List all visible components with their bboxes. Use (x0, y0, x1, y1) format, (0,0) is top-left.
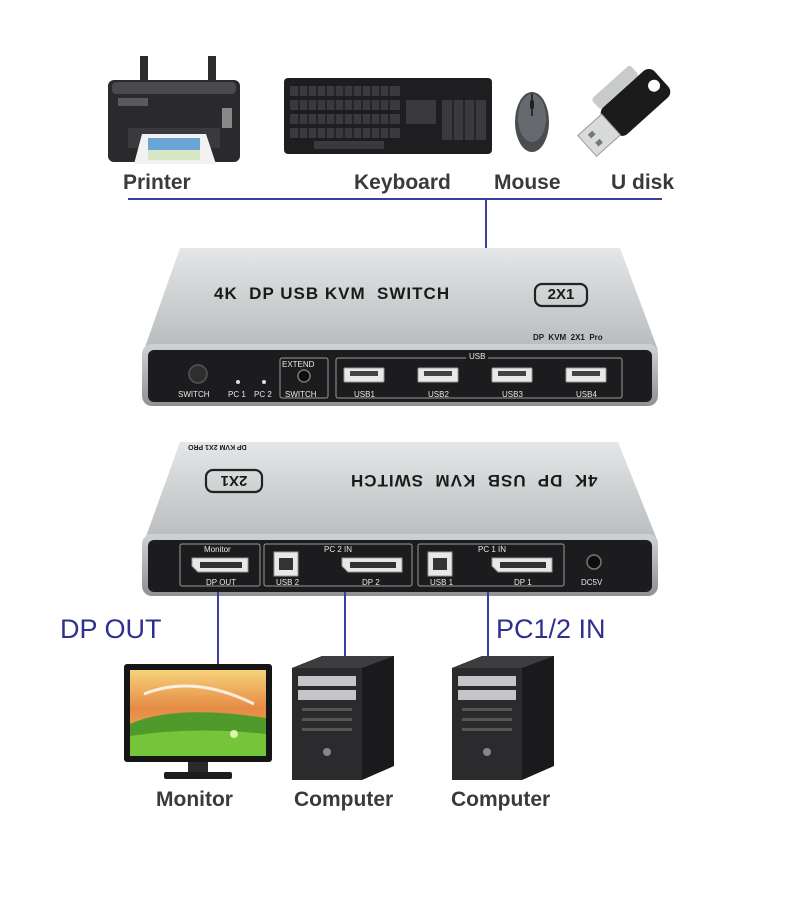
usb-group-label: USB (466, 352, 489, 361)
printer-icon (108, 56, 240, 164)
monitor-port-label: Monitor (204, 545, 231, 554)
usb2-port-label: USB 2 (276, 578, 300, 587)
switch-button-label: SWITCH (178, 390, 210, 399)
dp1-port-label: DP 1 (514, 578, 532, 587)
pc1-led-label: PC 1 (228, 390, 246, 399)
usb-drive-icon (577, 65, 671, 158)
kvm-front-panel: 4K DP USB KVM SWITCH 2X1 DP KVM 2X1 Pro … (140, 240, 660, 410)
pc2-in-label: PC 2 IN (324, 545, 353, 554)
front-title: 4K DP USB KVM SWITCH (214, 284, 451, 303)
computer-tower-icon (452, 656, 554, 780)
kvm-rear-panel: 4K DP USB KVM SWITCH 2X1 DP KVM 2X1 PRO … (140, 438, 660, 598)
rear-model: DP KVM 2X1 PRO (188, 443, 247, 450)
printer-label: Printer (123, 171, 191, 194)
dp-out-callout: DP OUT (60, 614, 162, 644)
usb-port-label: USB3 (502, 390, 523, 399)
keyboard-label: Keyboard (354, 171, 451, 194)
mouse-icon (515, 92, 549, 152)
pc1-line (487, 592, 489, 658)
front-badge: 2X1 (547, 286, 575, 303)
pc-in-callout: PC1/2 IN (496, 614, 606, 644)
usb-port-label: USB4 (576, 390, 597, 399)
computer-label: Computer (451, 788, 551, 811)
udisk-label: U disk (611, 171, 675, 194)
monitor-icon (124, 664, 272, 779)
usb1-port-label: USB 1 (430, 578, 454, 587)
front-model: DP KVM 2X1 Pro (533, 333, 603, 342)
dp-out-port-label: DP OUT (206, 578, 237, 587)
monitor-label: Monitor (156, 788, 233, 811)
mouse-label: Mouse (494, 171, 561, 194)
keyboard-icon (284, 78, 492, 154)
pc2-led-label: PC 2 (254, 390, 272, 399)
pc1-in-label: PC 1 IN (478, 545, 507, 554)
extend-label: EXTEND (282, 360, 315, 369)
computer-tower-icon (292, 656, 394, 780)
usb-port-label: USB2 (428, 390, 449, 399)
rear-title: 4K DP USB KVM SWITCH (350, 471, 598, 490)
usb-port-label: USB1 (354, 390, 375, 399)
dp-out-line (217, 592, 219, 670)
computer-label: Computer (294, 788, 394, 811)
dc5v-port-label: DC5V (581, 578, 603, 587)
dp2-port-label: DP 2 (362, 578, 380, 587)
peripheral-bus-line (128, 198, 662, 200)
pc2-line (344, 592, 346, 658)
extend-switch-label: SWITCH (285, 390, 317, 399)
rear-badge: 2X1 (220, 472, 248, 489)
